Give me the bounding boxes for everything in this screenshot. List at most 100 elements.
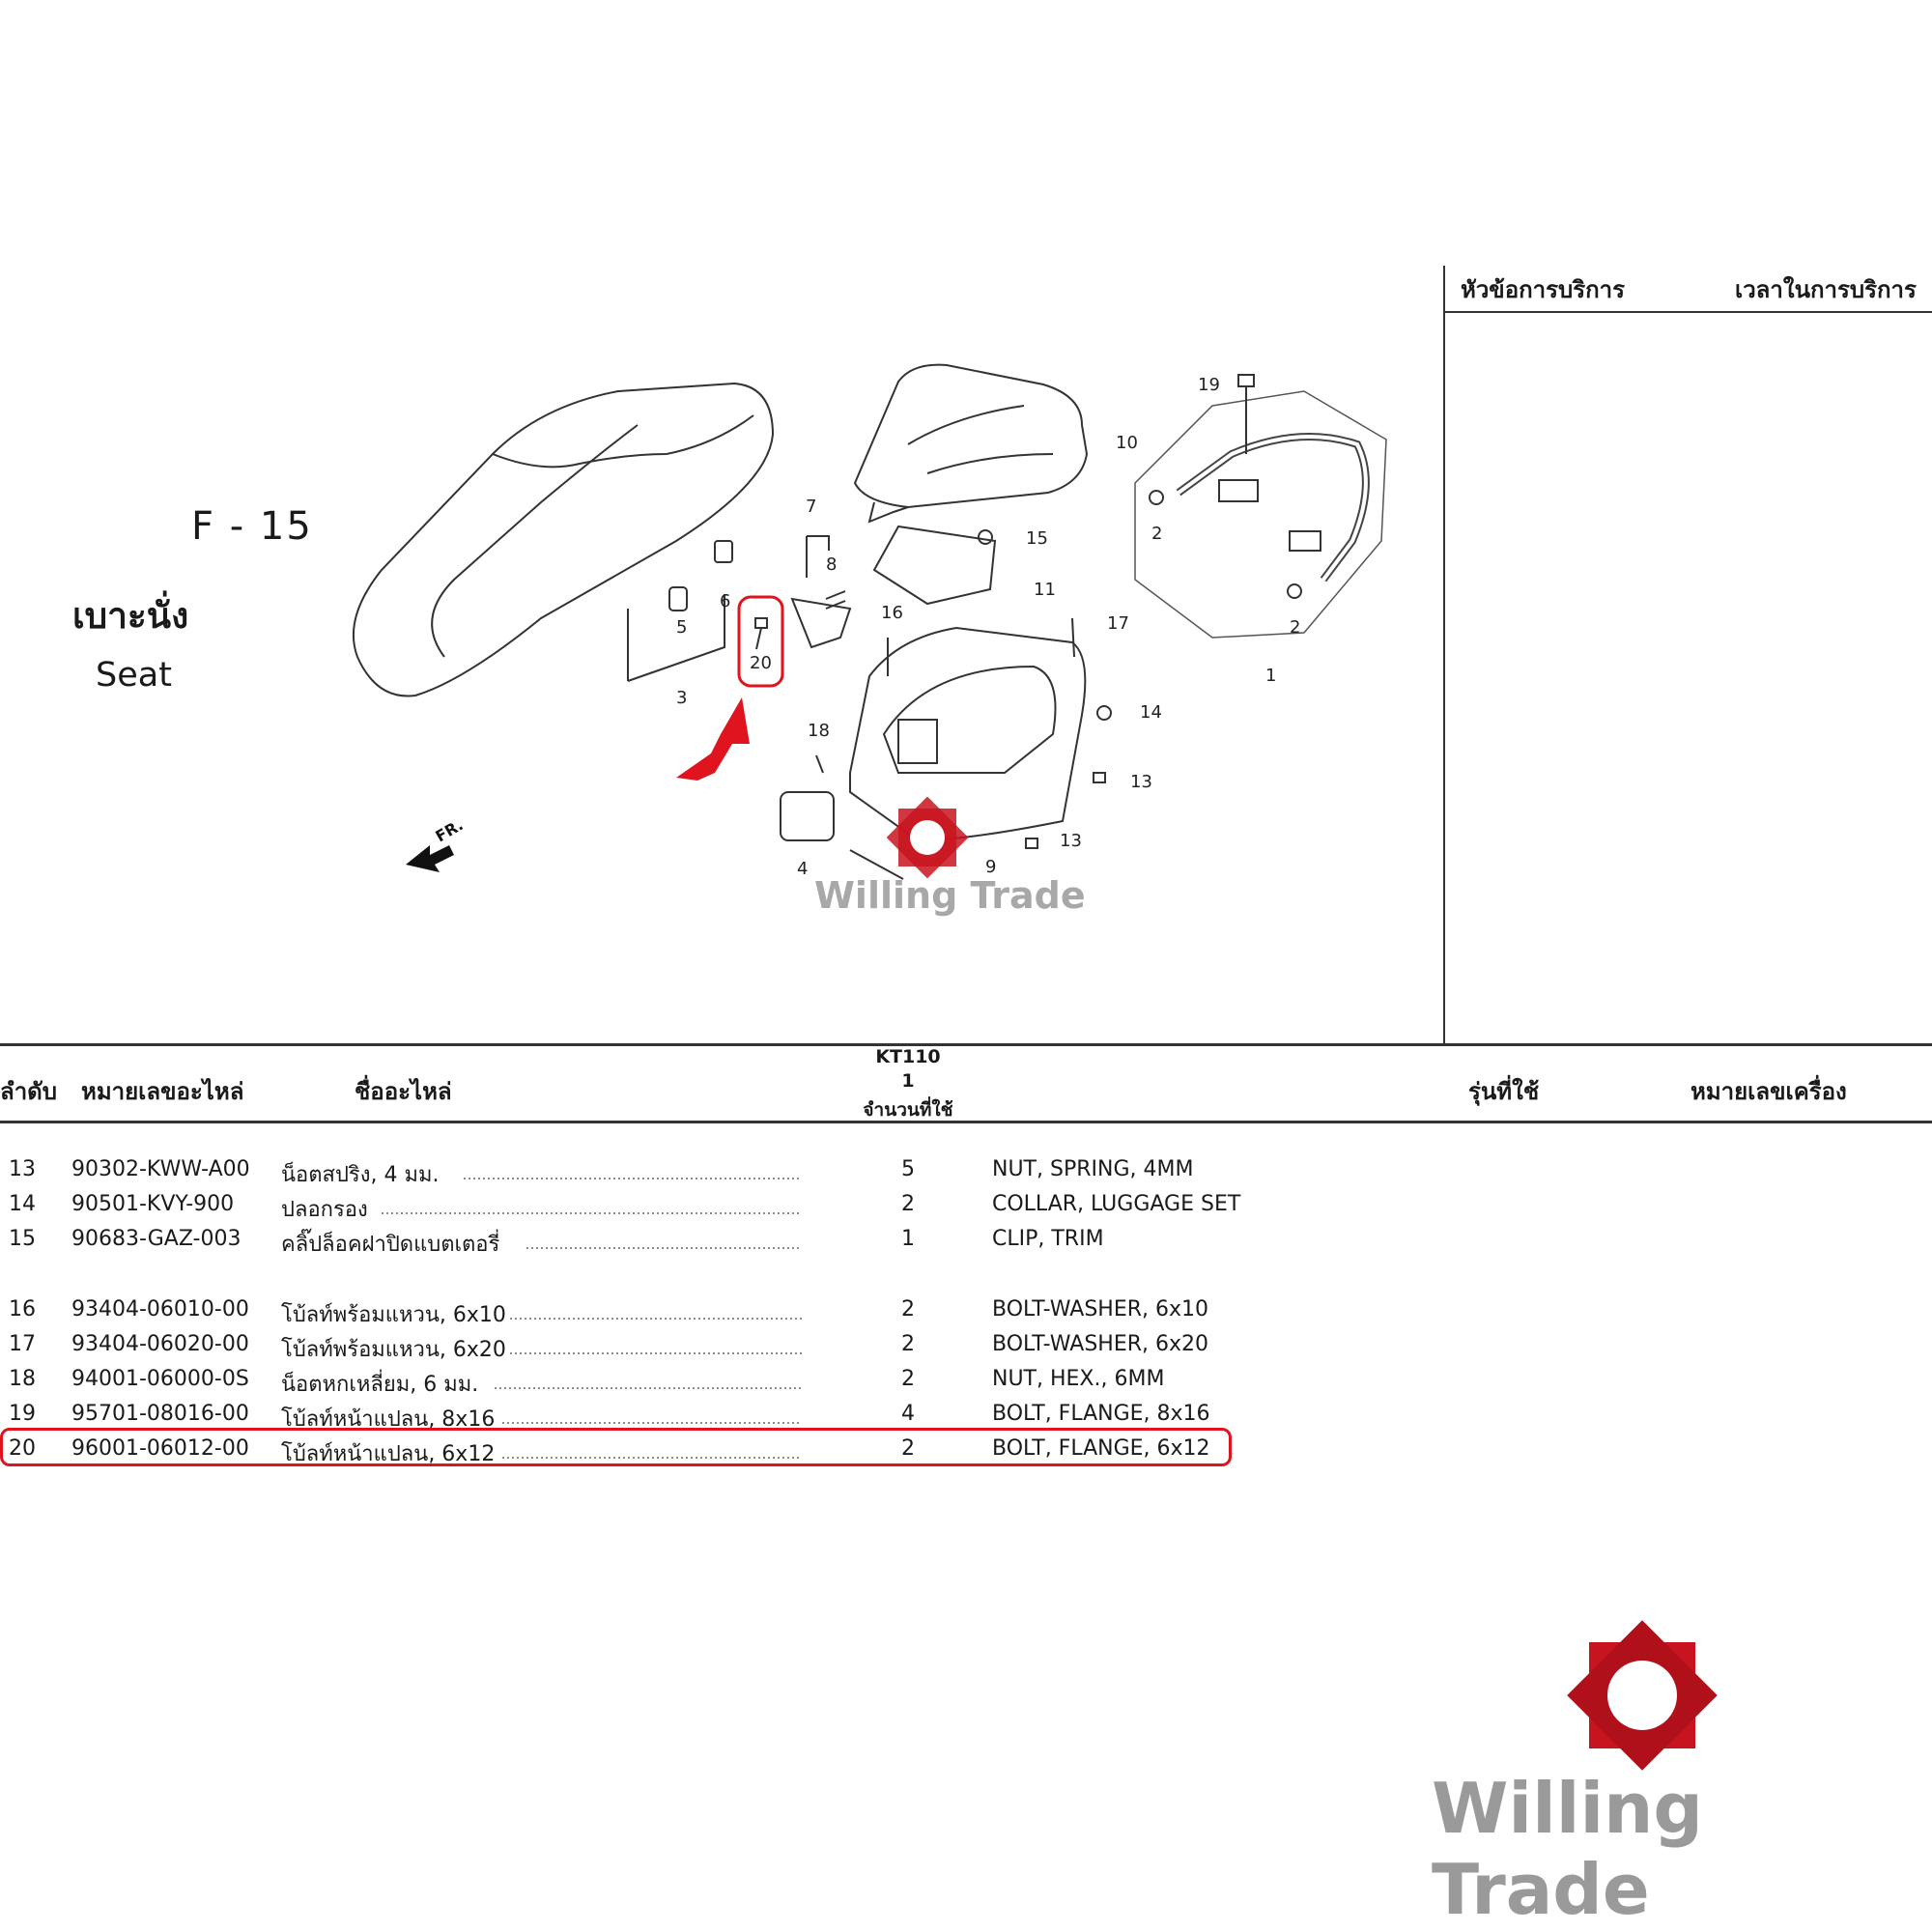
row-no: 16 (9, 1297, 36, 1321)
callout-20-highlight (737, 595, 784, 688)
row-qty: 5 (901, 1157, 915, 1181)
watermark-logo-small (887, 797, 969, 879)
seat-cushion (352, 382, 775, 697)
section-title-th: เบาะนั่ง (72, 595, 189, 637)
row-part-number: 93404-06020-00 (71, 1332, 249, 1356)
row-qty: 2 (901, 1297, 915, 1321)
svg-text:13: 13 (1060, 831, 1082, 851)
col-header-part-name: ชื่ออะไหล่ (355, 1078, 452, 1105)
row-qty: 2 (901, 1332, 915, 1356)
col-header-model-sub: 1 (901, 1070, 915, 1092)
row-name-th: โบ้ลท์พร้อมแหวน, 6x10 (281, 1303, 506, 1327)
svg-text:13: 13 (1130, 772, 1152, 792)
rubber-mount (780, 791, 835, 841)
svg-text:14: 14 (1140, 702, 1162, 723)
row-no: 19 (9, 1402, 36, 1426)
svg-text:4: 4 (797, 859, 808, 879)
row-name-th: น็อตหกเหลี่ยม, 6 มม. (281, 1373, 479, 1397)
luggage-lid (853, 363, 1089, 524)
brand-logo (1567, 1620, 1718, 1771)
front-arrow: FR. (406, 815, 467, 872)
row-name-en: BOLT-WASHER, 6x20 (992, 1332, 1209, 1356)
svg-text:5: 5 (676, 617, 687, 638)
battery-cover (872, 525, 997, 606)
grab-rail (1134, 374, 1387, 639)
svg-text:2: 2 (1151, 524, 1162, 544)
row-no: 13 (9, 1157, 36, 1181)
service-time-header: เวลาในการบริการ (1735, 276, 1917, 303)
section-title-en: Seat (96, 656, 172, 695)
svg-text:15: 15 (1026, 528, 1048, 549)
row-qty: 2 (901, 1436, 915, 1461)
table-row: 19 95701-08016-00 โบ้ลท์หน้าแปลน, 8x16 4… (0, 1402, 1256, 1436)
table-row: 14 90501-KVY-900 ปลอกรอง 2 COLLAR, LUGGA… (0, 1192, 1256, 1227)
svg-text:17: 17 (1107, 613, 1129, 634)
svg-text:8: 8 (826, 554, 837, 575)
svg-text:2: 2 (1290, 617, 1300, 638)
row-no: 17 (9, 1332, 36, 1356)
sheet-code: F - 15 (191, 504, 313, 549)
table-top-rule (0, 1043, 1932, 1046)
row-name-th: โบ้ลท์หน้าแปลน, 6x12 (281, 1442, 496, 1466)
service-header-rule (1443, 311, 1932, 313)
row-no: 18 (9, 1367, 36, 1391)
watermark-text-small: Willing Trade (814, 874, 1086, 917)
row-name-th: คลิ๊ปล็อคฝาปิดแบตเตอรี่ (281, 1233, 500, 1257)
row-name-th: ปลอกรอง (281, 1198, 368, 1222)
row-name-en: BOLT, FLANGE, 6x12 (992, 1436, 1210, 1461)
row-no: 14 (9, 1192, 36, 1216)
svg-text:16: 16 (881, 603, 903, 623)
row-name-en: BOLT-WASHER, 6x10 (992, 1297, 1209, 1321)
svg-text:20: 20 (750, 653, 772, 673)
service-panel-header: หัวข้อการบริการ เวลาในการบริการ (1445, 265, 1932, 311)
nut-18 (815, 754, 824, 774)
row-no: 20 (9, 1436, 36, 1461)
row-part-number: 94001-06000-0S (71, 1367, 249, 1391)
bolt-20 (754, 617, 768, 650)
col-header-no: ลำดับ (0, 1078, 58, 1105)
dotted-leaders (382, 1178, 802, 1459)
table-row: 13 90302-KWW-A00 น็อตสปริง, 4 มม. 5 NUT,… (0, 1157, 1256, 1192)
rod (849, 849, 904, 880)
row-qty: 4 (901, 1402, 915, 1426)
svg-text:3: 3 (676, 688, 687, 708)
svg-text:18: 18 (808, 721, 830, 741)
row-part-number: 95701-08016-00 (71, 1402, 249, 1426)
col-header-engine-number: หมายเลขเครื่อง (1690, 1078, 1847, 1105)
row-name-th: น็อตสปริง, 4 มม. (281, 1163, 440, 1187)
svg-text:19: 19 (1198, 375, 1220, 395)
row-name-en: BOLT, FLANGE, 8x16 (992, 1402, 1210, 1426)
row-part-number: 93404-06010-00 (71, 1297, 249, 1321)
lock-assembly (790, 535, 852, 649)
service-panel-divider (1443, 266, 1445, 1043)
row-qty: 2 (901, 1192, 915, 1216)
row-part-number: 90302-KWW-A00 (71, 1157, 250, 1181)
row-qty: 2 (901, 1367, 915, 1391)
row-part-number: 90501-KVY-900 (71, 1192, 235, 1216)
row-qty: 1 (901, 1227, 915, 1251)
row-name-en: NUT, SPRING, 4MM (992, 1157, 1194, 1181)
table-header-rule (0, 1121, 1932, 1123)
col-header-model: KT110 (875, 1046, 941, 1067)
table-row: 16 93404-06010-00 โบ้ลท์พร้อมแหวน, 6x10 … (0, 1297, 1256, 1332)
red-pointer-arrow (676, 697, 750, 781)
row-20-highlight (0, 1428, 1232, 1466)
row-no: 15 (9, 1227, 36, 1251)
svg-text:9: 9 (985, 857, 996, 877)
row-name-th: โบ้ลท์พร้อมแหวน, 6x20 (281, 1338, 506, 1362)
col-header-qty: จำนวนที่ใช้ (863, 1099, 953, 1121)
table-row: 15 90683-GAZ-003 คลิ๊ปล็อคฝาปิดแบตเตอรี่… (0, 1227, 1256, 1262)
row-name-th: โบ้ลท์หน้าแปลน, 8x16 (281, 1407, 496, 1432)
table-row: 17 93404-06020-00 โบ้ลท์พร้อมแหวน, 6x20 … (0, 1332, 1256, 1367)
svg-text:7: 7 (806, 497, 816, 517)
service-topic-header: หัวข้อการบริการ (1461, 276, 1626, 303)
row-part-number: 90683-GAZ-003 (71, 1227, 242, 1251)
hook-bracket (627, 540, 733, 682)
brand-name: Willing Trade (1432, 1768, 1703, 1930)
fasteners (887, 490, 1302, 849)
col-header-applicable-model: รุ่นที่ใช้ (1468, 1078, 1540, 1105)
svg-text:10: 10 (1116, 433, 1138, 453)
svg-text:1: 1 (1265, 666, 1276, 686)
